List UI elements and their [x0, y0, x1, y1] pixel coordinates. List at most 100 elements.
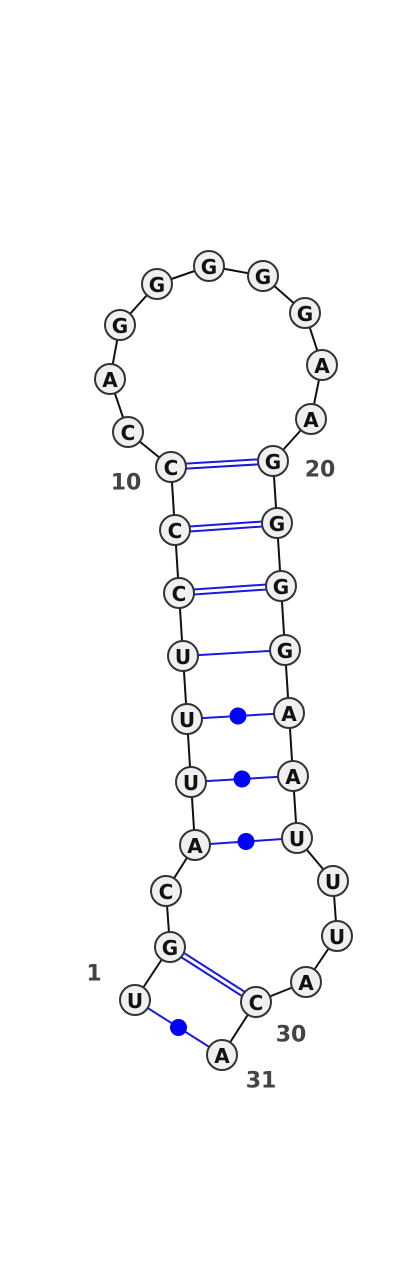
nucleotide-circle: [175, 766, 207, 798]
nucleotide-letter: G: [277, 639, 293, 663]
nucleotide: C: [112, 416, 144, 448]
nucleotide-circle: [290, 966, 322, 998]
nucleotide: A: [94, 363, 126, 395]
nucleotide: A: [290, 966, 322, 998]
nucleotide: U: [171, 703, 203, 735]
nucleotide-circle: [321, 920, 353, 952]
nucleotide-letter: G: [162, 936, 178, 960]
nucleotide-letter: G: [112, 314, 128, 338]
nucleotide: U: [167, 640, 199, 672]
nucleotide-letter: U: [179, 708, 195, 732]
nucleotide-circle: [265, 570, 297, 602]
nucleotide: C: [150, 875, 182, 907]
nucleotide-letter: U: [329, 925, 345, 949]
nucleotide-letter: A: [102, 368, 118, 392]
nucleotide: A: [277, 760, 309, 792]
nucleotide-circle: [247, 260, 279, 292]
nucleotide-circle: [154, 931, 186, 963]
base-pair-line: [174, 519, 277, 529]
nucleotide-letter: C: [159, 880, 174, 904]
nucleotide: G: [193, 250, 225, 282]
position-number-label: 1: [86, 962, 101, 987]
nucleotide: C: [155, 451, 187, 483]
nucleotide-letter: C: [164, 456, 179, 480]
nucleotide: G: [269, 634, 301, 666]
nucleotide-circle: [104, 309, 136, 341]
nucleotide: G: [289, 297, 321, 329]
wobble-pair-dot: [170, 1019, 187, 1036]
nucleotide-circle: [317, 865, 349, 897]
nucleotide-letter: A: [285, 765, 301, 789]
base-pair-line: [175, 524, 278, 534]
nucleotide-circle: [257, 445, 289, 477]
nucleotide-letter: C: [172, 582, 187, 606]
nucleotide: A: [295, 403, 327, 435]
nucleotide-letter: A: [214, 1044, 230, 1068]
nucleotide-circle: [155, 451, 187, 483]
base-pair-layer: [134, 457, 298, 1056]
nucleotide-circle: [119, 984, 151, 1016]
nucleotide-letter: A: [298, 971, 314, 995]
nucleotide-letter: G: [255, 265, 271, 289]
wobble-pair-dot: [237, 833, 255, 850]
base-pair-line: [171, 462, 274, 471]
wobble-pair-dot: [229, 707, 247, 725]
nucleotide: C: [159, 514, 191, 546]
nucleotide-circle: [171, 703, 203, 735]
nucleotide-circle: [179, 829, 211, 861]
base-pair-line: [170, 944, 258, 1001]
nucleotide-letter: A: [303, 408, 319, 432]
nucleotide: G: [265, 570, 297, 602]
nucleotide-letter: G: [297, 302, 313, 326]
nucleotide-circle: [289, 297, 321, 329]
base-pair-line: [170, 457, 273, 466]
nucleotide-letter: G: [265, 450, 281, 474]
nucleotide-circle: [167, 640, 199, 672]
position-number-label: 10: [111, 471, 142, 496]
nucleotide: U: [119, 984, 151, 1016]
nucleotide-circle: [159, 514, 191, 546]
nucleotide-letter: G: [269, 512, 285, 536]
base-pair-line: [168, 948, 256, 1005]
nucleotide-circle: [269, 634, 301, 666]
nucleotide-circle: [306, 349, 338, 381]
nucleotide-letter: G: [201, 255, 217, 279]
nucleotide-letter: A: [314, 354, 330, 378]
nucleotide-letter: C: [121, 421, 136, 445]
nucleotide-letter: U: [325, 870, 341, 894]
wobble-pair-dot: [233, 770, 251, 788]
nucleotide-letter: G: [273, 575, 289, 599]
nucleotide: G: [154, 931, 186, 963]
nucleotide-circle: [261, 507, 293, 539]
nucleotide-circle: [141, 268, 173, 300]
nucleotide-circle: [240, 986, 272, 1018]
nucleotide: A: [206, 1039, 238, 1071]
nucleotide: U: [175, 766, 207, 798]
base-pair-line: [182, 649, 286, 657]
nucleotide: U: [321, 920, 353, 952]
nucleotide: A: [273, 697, 305, 729]
nucleotide-circle: [112, 416, 144, 448]
nucleotide-letter: U: [127, 989, 143, 1013]
nucleotide: G: [257, 445, 289, 477]
position-number-label: 20: [305, 458, 336, 483]
nucleotide-circle: [206, 1039, 238, 1071]
nucleotide: G: [247, 260, 279, 292]
nucleotide-circle: [295, 403, 327, 435]
nucleotide: G: [104, 309, 136, 341]
nucleotide-circle: [277, 760, 309, 792]
nucleotide: A: [306, 349, 338, 381]
nucleotide: U: [281, 822, 313, 854]
nucleotide-circle: [163, 577, 195, 609]
base-pair-line: [179, 587, 282, 597]
base-pair-line: [178, 582, 281, 592]
nucleotide-circle: [150, 875, 182, 907]
nucleotide-letter: U: [289, 827, 305, 851]
nucleotide-letter: U: [183, 771, 199, 795]
nucleotide: G: [141, 268, 173, 300]
nucleotide-circle: [273, 697, 305, 729]
nucleotide-letter: U: [175, 645, 191, 669]
